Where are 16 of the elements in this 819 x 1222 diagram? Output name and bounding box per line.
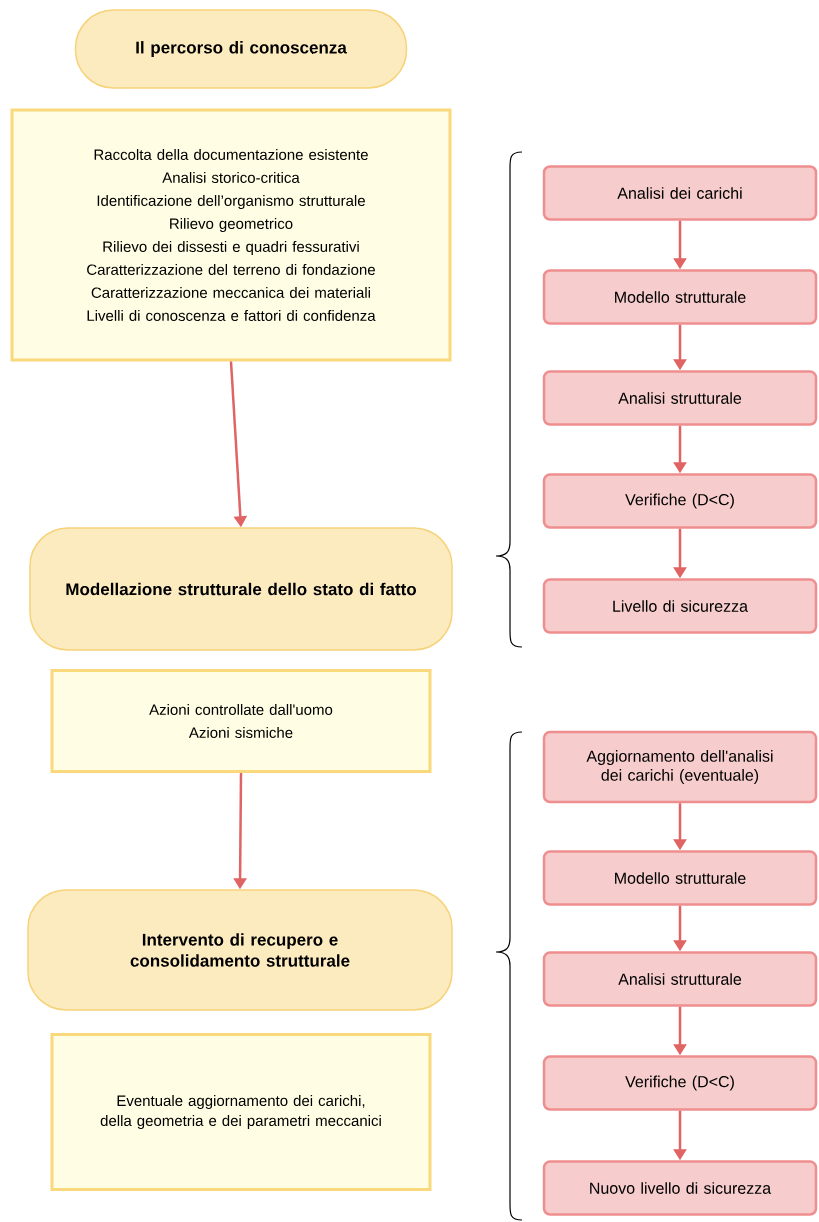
text-box: Raccolta della documentazione esistente Analisi storico-critica Identificazione dell’organismo strutturale Rilievo geometrico Rilievo dei dissesti e quadri fessurativi Caratterizzazione del terreno di fondazione Caratterizzazione meccanica dei materiali Livelli di conoscenza e fattori di confidenza xyxy=(10,108,452,362)
step-box: Modello strutturale xyxy=(542,269,818,325)
step-box: Verifiche (D<C) xyxy=(542,1055,818,1111)
step-box: Livello di sicurezza xyxy=(542,578,818,634)
step-box: Verifiche (D<C) xyxy=(542,473,818,529)
rounded-pill: Il percorso di conoscenza xyxy=(74,9,408,89)
step-box: Analisi strutturale xyxy=(542,370,818,426)
step-box: Modello strutturale xyxy=(542,850,818,906)
step-box: Analisi dei carichi xyxy=(542,165,818,221)
step-box: Aggiornamento dell'analisi dei carichi (eventuale) xyxy=(542,730,818,804)
rounded-pill: Modellazione strutturale dello stato di fatto xyxy=(29,527,453,651)
note-box: Eventuale aggiornamento dei carichi, della geometria e dei parametri meccanici xyxy=(50,1033,432,1191)
step-box: Analisi strutturale xyxy=(542,951,818,1007)
rounded-pill: Intervento di recupero e consolidamento strutturale xyxy=(27,889,453,1011)
step-box: Nuovo livello di sicurezza xyxy=(542,1160,818,1216)
text-box: Azioni controllate dall'uomo Azioni sismiche xyxy=(50,669,432,773)
